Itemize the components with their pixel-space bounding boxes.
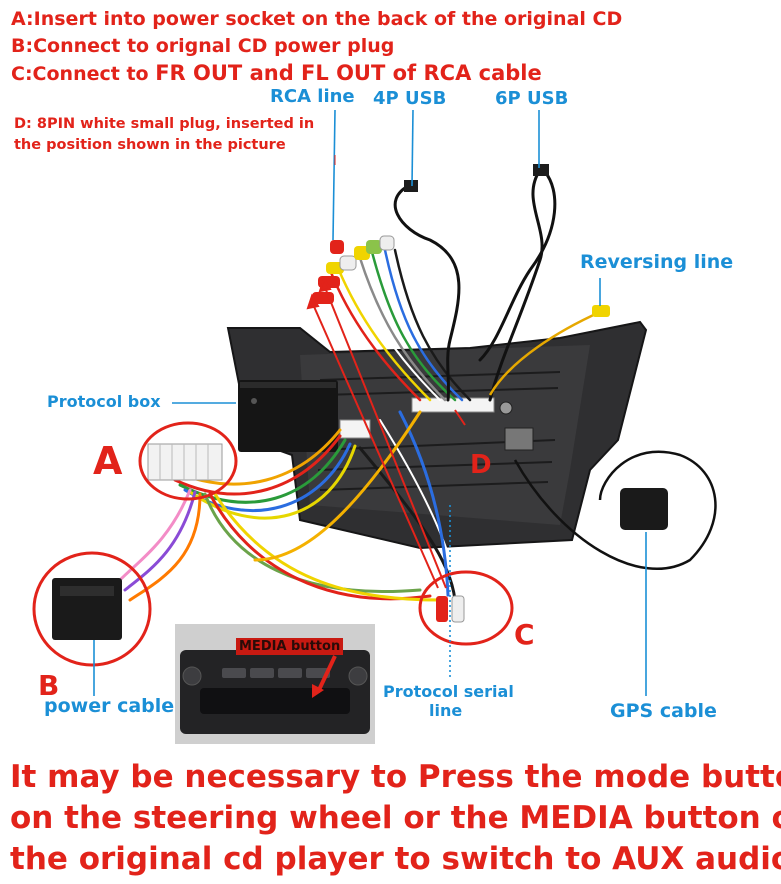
back-connectors [339,397,495,439]
label-protocol-box: Protocol box [47,392,161,411]
reversing-line-cable [488,305,610,396]
rca-plugs [312,235,395,304]
note-d-line2: the position shown in the picture [14,137,286,153]
bottom-text-line1: It may be necessary to Press the mode bu… [10,759,781,795]
letter-a: A [93,439,123,483]
note-a: A:Insert into power socket on the back o… [11,8,623,30]
note-c-prefix: C:Connect to [11,63,156,85]
letter-b: B [38,669,60,702]
bottom-text-line2: on the steering wheel or the MEDIA butto… [10,800,781,836]
letter-c: C [514,618,535,651]
label-media-button: MEDIA button [236,638,344,655]
usb-cables [393,168,557,402]
wire-harness [118,410,463,602]
red-arrows [306,276,466,589]
label-protocol-serial-1: Protocol serial [383,682,514,701]
label-power-cable: power cable [44,695,175,717]
label-rca-line: RCA line [270,86,355,107]
c-rca-plugs [436,595,465,623]
label-gps-cable: GPS cable [610,700,717,722]
white-connector [147,443,223,481]
label-protocol-serial-2: line [429,701,463,720]
usb-plugs [404,164,549,192]
note-b: B:Connect to orignal CD power plug [11,35,395,57]
label-4p-usb: 4P USB [373,88,447,109]
label-reversing-line: Reversing line [580,251,734,273]
protocol-box [238,380,338,452]
note-c-suffix: FR OUT and FL OUT of RCA cable [155,61,542,85]
note-d-line1: D: 8PIN white small plug, inserted in [14,116,315,132]
letter-d: D [470,450,492,480]
power-connector [52,578,122,640]
note-c: C:Connect to FR OUT and FL OUT of RCA ca… [11,63,542,84]
bottom-text-line3: the original cd player to switch to AUX … [10,841,781,877]
highlight-circles [32,421,514,667]
leader-lines [93,109,647,696]
label-6p-usb: 6P USB [495,88,569,109]
gps-cable [513,450,717,571]
